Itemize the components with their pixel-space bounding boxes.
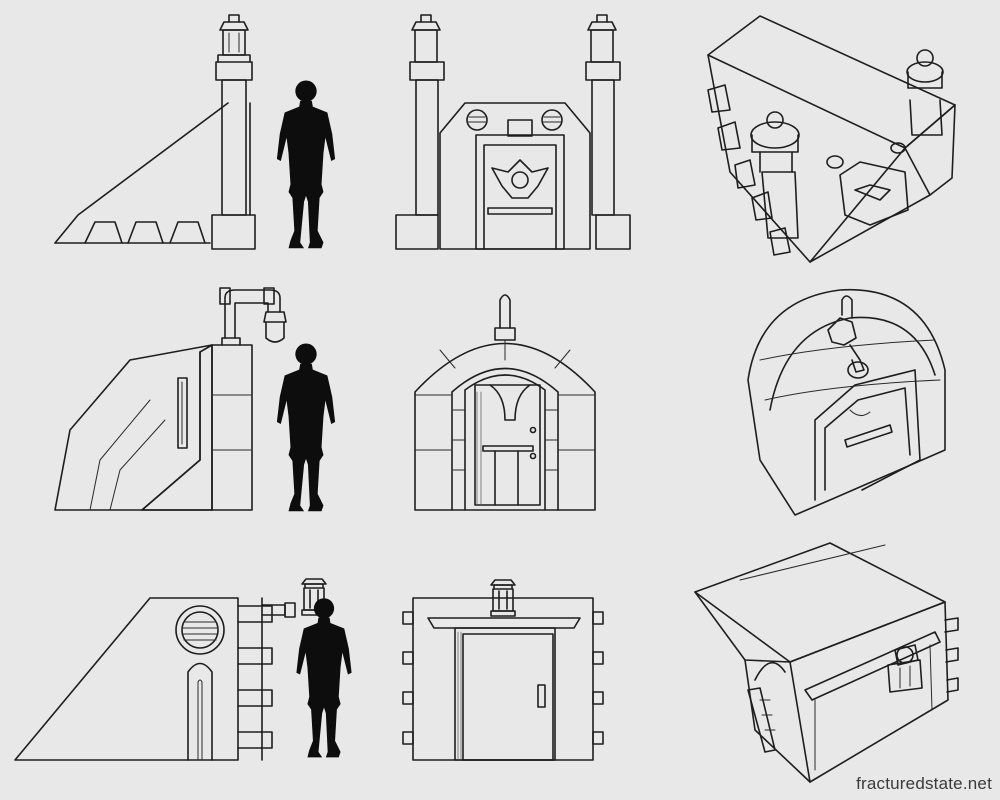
sketch-ramp-bunker-side-view — [54, 14, 256, 250]
human-scale-silhouette — [296, 598, 352, 758]
sketch-pipe-lamp-bunker-side-view — [54, 287, 287, 511]
human-scale-silhouette — [276, 80, 336, 249]
sketch-pillar-gate-front-view — [395, 14, 631, 250]
site-watermark: fracturedstate.net — [856, 774, 992, 793]
sketch-arched-door-front-view — [414, 294, 596, 511]
sketch-flat-door-perspective — [694, 542, 959, 783]
sketch-pillar-gate-perspective — [707, 15, 956, 263]
human-scale-silhouette — [276, 343, 336, 512]
sketch-flat-door-front-view — [402, 597, 604, 761]
sketch-arched-door-perspective — [747, 288, 946, 516]
sketch-porthole-bunker-side-view — [14, 597, 296, 761]
